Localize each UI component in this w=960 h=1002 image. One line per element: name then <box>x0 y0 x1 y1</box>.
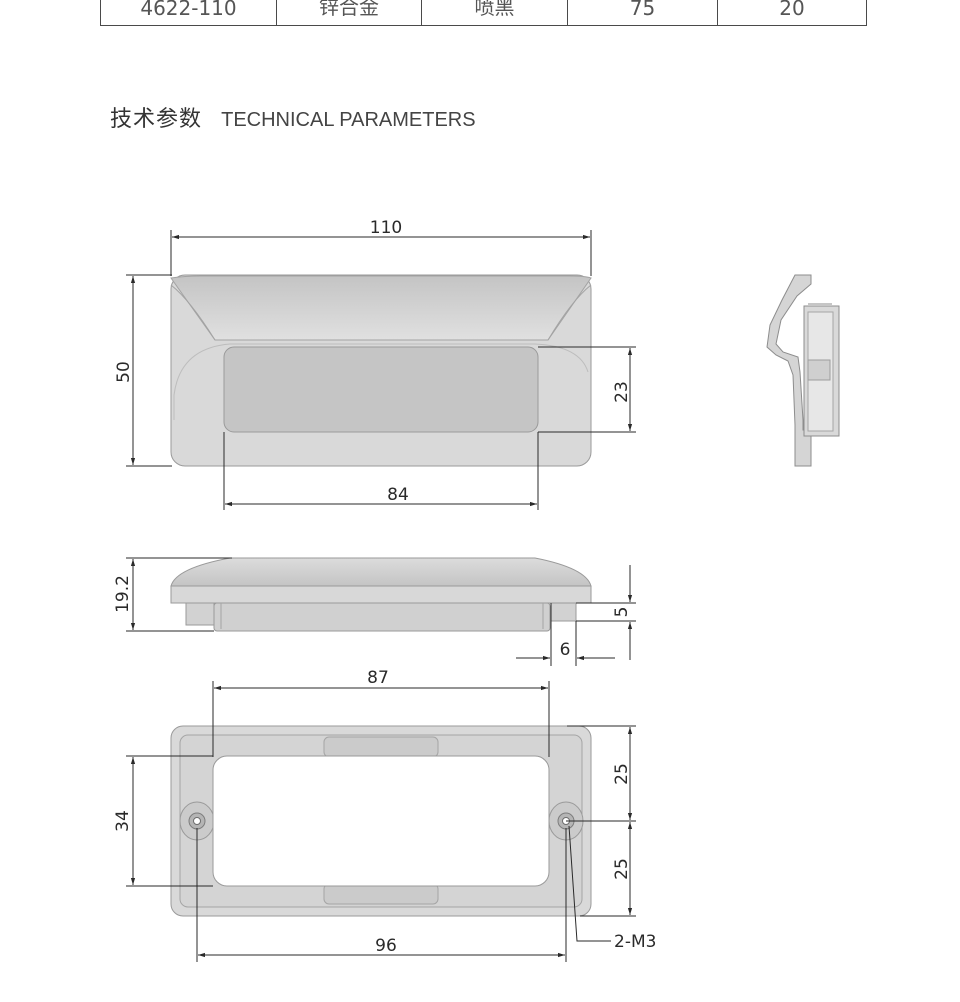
back-opening <box>212 755 550 887</box>
side-body <box>213 602 551 632</box>
value-cell-2: 20 <box>779 0 805 20</box>
section-title: 技术参数 TECHNICAL PARAMETERS <box>110 101 476 133</box>
dim-label-110: 110 <box>370 218 402 238</box>
front-top-bevel <box>170 275 592 341</box>
thread-callout-label: 2-M3 <box>614 932 656 952</box>
dim-label-34: 34 <box>113 810 133 832</box>
section-title-en: TECHNICAL PARAMETERS <box>221 109 476 131</box>
side-profile-view <box>766 274 840 467</box>
dim-label-84: 84 <box>387 485 409 505</box>
dim-label-23: 23 <box>612 381 632 403</box>
dim-label-96: 96 <box>375 936 397 956</box>
side-view <box>170 557 592 632</box>
dim-label-25-top: 25 <box>612 763 632 785</box>
finish-cell: 喷黑 <box>422 0 568 25</box>
dim-label-19-2: 19.2 <box>113 575 133 613</box>
side-flange <box>170 585 592 604</box>
front-dimensions <box>126 230 636 510</box>
model-cell: 4622-110 <box>101 0 277 25</box>
front-recess <box>223 346 539 433</box>
side-dimensions <box>126 557 636 666</box>
back-dimensions <box>126 681 636 962</box>
side-cap <box>170 557 592 587</box>
dim-label-6: 6 <box>560 640 571 660</box>
section-title-zh: 技术参数 <box>110 107 203 132</box>
value-cell-1: 75 <box>568 0 718 25</box>
thread-leader <box>568 825 611 942</box>
front-view <box>170 274 592 467</box>
dim-label-87: 87 <box>367 668 389 688</box>
material-cell: 锌合金 <box>277 0 422 25</box>
back-view <box>170 725 592 917</box>
dim-label-50: 50 <box>114 361 134 383</box>
spec-table-row: 4622-110 锌合金 喷黑 75 20 <box>100 0 867 26</box>
dim-label-25-bottom: 25 <box>612 858 632 880</box>
dim-label-5: 5 <box>612 607 632 618</box>
